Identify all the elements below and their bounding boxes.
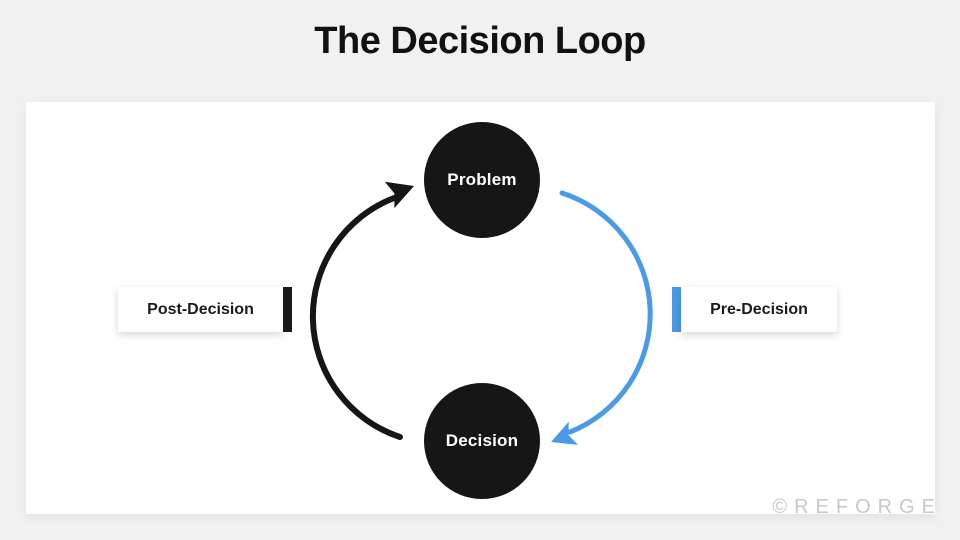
node-problem: Problem — [424, 122, 540, 238]
pre-decision-accent-bar — [672, 287, 681, 332]
page-title: The Decision Loop — [314, 20, 646, 62]
post-decision-label-text: Post-Decision — [118, 287, 283, 332]
post-decision-accent-bar — [283, 287, 292, 332]
node-decision: Decision — [424, 383, 540, 499]
node-decision-label: Decision — [445, 431, 519, 450]
pre-decision-label-text: Pre-Decision — [681, 287, 837, 332]
post-decision-label: Post-Decision — [118, 287, 292, 332]
pre-decision-label: Pre-Decision — [672, 287, 837, 332]
reforge-watermark: ©REFORGE — [772, 496, 942, 518]
node-problem-label: Problem — [447, 170, 517, 189]
